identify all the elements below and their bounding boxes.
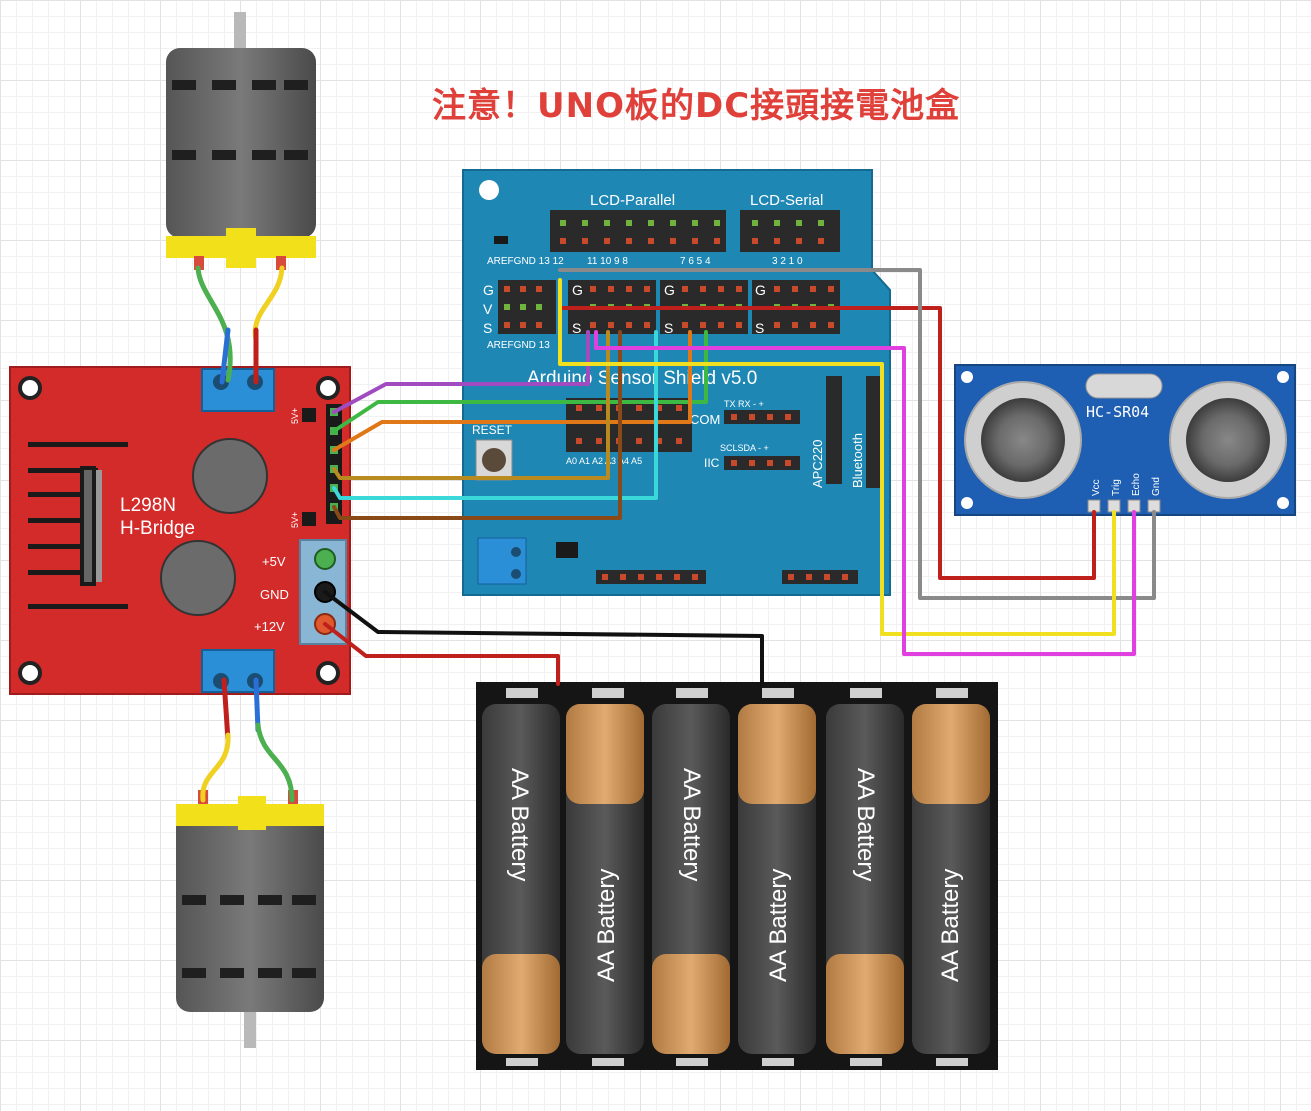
shield-row-s-label: S (483, 320, 492, 336)
wire-motor-top-blue (219, 327, 231, 385)
shield-lcd-serial-label: LCD-Serial (750, 192, 823, 209)
wire-brown (332, 330, 622, 520)
shield-apc220-label: APC220 (810, 440, 825, 488)
battery-3-label: AA Battery (678, 768, 705, 881)
hc-sr04-pin-gnd-label: Gnd (1151, 477, 1162, 496)
shield-pin-numbers-mid: 11 10 9 8 (587, 256, 628, 267)
hc-sr04-pin-vcc-label: Vcc (1091, 479, 1102, 496)
shield-pin-numbers-top: AREFGND 13 12 (487, 256, 564, 267)
shield-txrx-label: TX RX - + (724, 399, 764, 409)
hc-sr04-sensor: HC-SR04 Vcc Trig Echo Gnd (954, 364, 1296, 516)
hc-sr04-pin-echo-label: Echo (1131, 473, 1142, 496)
shield-row-s3-label: S (664, 320, 673, 336)
shield-pin-numbers-far: 3 2 1 0 (772, 256, 803, 267)
shield-iic-label: IIC (704, 456, 720, 470)
wire-purple (332, 330, 590, 414)
shield-row-g3-label: G (664, 282, 675, 298)
sensor-shield: LCD-Parallel LCD-Serial AREFGND 13 12 11… (462, 169, 891, 596)
wire-motor-bottom-green (255, 722, 295, 803)
motor-bottom (176, 790, 324, 1048)
hc-sr04-pin-trig-label: Trig (1111, 479, 1122, 496)
wire-power-black (323, 590, 764, 686)
shield-row-s4-label: S (755, 320, 764, 336)
l298n-name-label: L298N (120, 495, 176, 516)
shield-lcd-parallel-label: LCD-Parallel (590, 192, 675, 209)
l298n-5v-label: +5V (262, 554, 286, 569)
wire-power-red (323, 622, 560, 686)
l298n-gnd-label: GND (260, 587, 289, 602)
shield-pin-numbers-right: 7 6 5 4 (680, 256, 711, 267)
wires (195, 265, 1156, 803)
wire-green (332, 330, 708, 433)
hc-sr04-name-label: HC-SR04 (1086, 403, 1149, 421)
wire-motor-bottom-yellow (200, 732, 231, 803)
battery-2-label: AA Battery (593, 869, 620, 982)
shield-com-label: COM (690, 412, 720, 427)
wire-cyan (332, 330, 658, 500)
battery-5-label: AA Battery (852, 768, 879, 881)
l298n-5v-small-top: 5V+ (290, 408, 300, 424)
warning-note-text: 注意！UNO板的DC接頭接電池盒 (432, 86, 961, 126)
wire-sensor-yellow (558, 278, 1116, 636)
battery-6-label: AA Battery (937, 869, 964, 982)
wire-motor-bottom-red (221, 677, 231, 743)
l298n-12v-label: +12V (254, 619, 285, 634)
shield-row-s2-label: S (572, 320, 581, 336)
wire-motor-bottom-blue (253, 677, 261, 733)
wire-sensor-magenta (594, 330, 1136, 656)
wire-orange (332, 330, 692, 452)
motor-top (166, 12, 316, 270)
warning-note: 注意！UNO板的DC接頭接電池盒 (432, 78, 1032, 127)
wire-gold (332, 330, 610, 480)
wire-motor-top-green (195, 265, 233, 383)
shield-bluetooth-label: Bluetooth (850, 433, 865, 488)
battery-4-label: AA Battery (765, 869, 792, 982)
wire-sensor-red (558, 306, 1096, 580)
shield-row-g4-label: G (755, 282, 766, 298)
battery-1-label: AA Battery (506, 768, 533, 881)
l298n-board: L298N H-Bridge +5V GND +12V 5V+ 5V+ (9, 366, 351, 695)
shield-row-g2-label: G (572, 282, 583, 298)
shield-row-g-label: G (483, 282, 494, 298)
l298n-5v-small-bottom: 5V+ (290, 512, 300, 528)
l298n-sub-label: H-Bridge (120, 518, 195, 539)
shield-analog-pins-label: A0 A1 A2 A3 A4 A5 (566, 456, 642, 466)
shield-sclsda-label: SCLSDA - + (720, 443, 769, 453)
wire-sensor-gray (558, 268, 1156, 600)
shield-aref-bottom-label: AREFGND 13 (487, 340, 550, 351)
shield-row-v-label: V (483, 301, 493, 317)
wire-motor-top-yellow (252, 265, 285, 343)
battery-pack: AA Battery AA Battery AA Battery AA Batt… (476, 682, 998, 1070)
shield-reset-label: RESET (472, 423, 513, 437)
